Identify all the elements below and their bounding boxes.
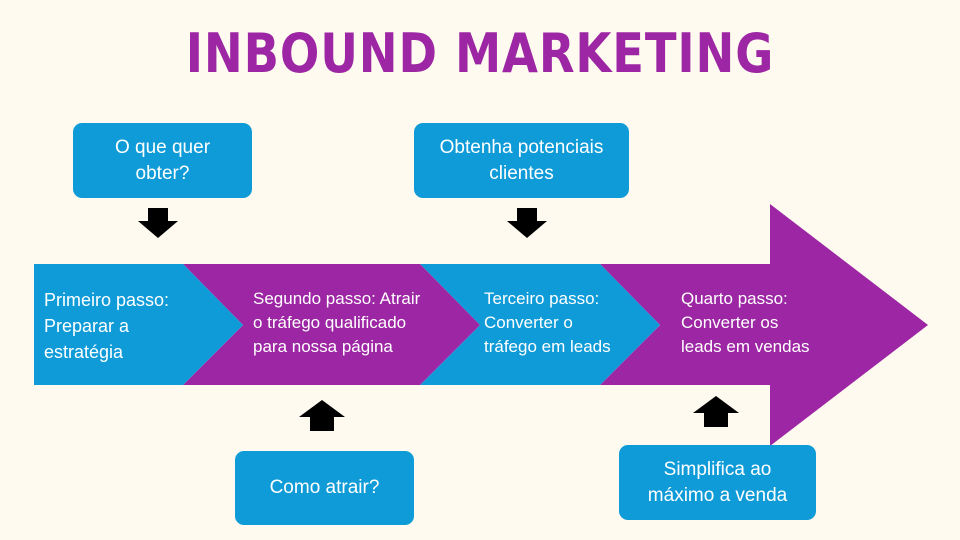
step-2-label: Segundo passo: Atrair o tráfego qualific… bbox=[253, 289, 421, 356]
step-4-arrow-shape bbox=[600, 204, 928, 446]
arrow-up-icon bbox=[299, 400, 345, 431]
step-3-label: Terceiro passo: Converter o tráfego em l… bbox=[484, 289, 611, 356]
step-2-chevron-shape bbox=[183, 264, 480, 385]
step-4-label: Quarto passo: Converter os leads em vend… bbox=[681, 289, 810, 356]
page-title: INBOUND MARKETING bbox=[185, 22, 775, 85]
step-1-label: Primeiro passo: Preparar a estratégia bbox=[44, 290, 170, 362]
callout-what-to-obtain: O que quer obter? bbox=[73, 123, 252, 198]
callout-simplify-sale: Simplifica ao máximo a venda bbox=[619, 445, 816, 520]
callout-how-to-attract: Como atrair? bbox=[235, 451, 414, 525]
arrow-up-icon bbox=[693, 396, 739, 427]
arrow-down-icon bbox=[507, 208, 547, 238]
arrow-down-icon bbox=[138, 208, 178, 238]
callout-get-potential-clients: Obtenha potenciais clientes bbox=[414, 123, 629, 198]
step-1-chevron-shape bbox=[34, 264, 243, 385]
step-3-chevron-shape bbox=[420, 264, 660, 385]
